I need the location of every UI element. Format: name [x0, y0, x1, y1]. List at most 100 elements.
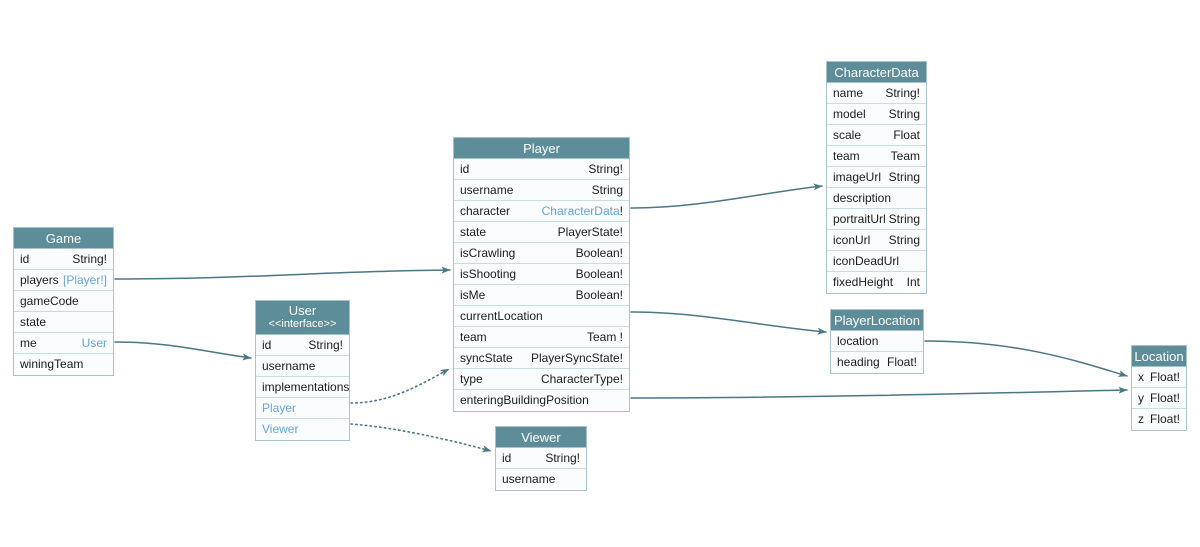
edge-playerlocation-location-to-location	[924, 340, 1128, 377]
edge-player-enteringbuildingposition-to-location	[630, 386, 1128, 399]
field-row: syncState PlayerSyncState!	[454, 348, 629, 369]
field-type-link[interactable]: CharacterData	[541, 204, 620, 218]
field-type: String!	[72, 252, 107, 266]
field-name: enteringBuildingPosition	[460, 393, 589, 407]
entity-playerlocation[interactable]: PlayerLocation locationLocation!headingFl…	[830, 309, 924, 374]
field-type-link[interactable]: [Player!]	[62, 273, 107, 287]
field-row: id String!	[14, 249, 113, 270]
field-type-link[interactable]: User	[81, 336, 107, 350]
field-row: username String	[454, 180, 629, 201]
field-name: imageUrl	[833, 170, 882, 184]
field-type: String!	[885, 86, 920, 100]
edge-user-player-implementation	[350, 368, 450, 404]
entity-header-game: Game	[14, 228, 113, 249]
field-name: type	[460, 372, 483, 386]
field-name: id	[262, 338, 272, 352]
entity-user[interactable]: User<<interface>>idString!usernameString…	[255, 300, 350, 441]
field-name: currentLocation	[460, 309, 543, 323]
non-null-marker: !	[619, 204, 623, 218]
field-row: imageUrl String	[827, 167, 926, 188]
field-type: String	[591, 183, 623, 197]
field-row: descriptionString	[827, 188, 926, 209]
entity-name: User	[288, 303, 317, 318]
field-row: iconDeadUrlString	[827, 251, 926, 272]
field-row[interactable]: Player	[256, 398, 349, 419]
entity-name: Location	[1134, 349, 1184, 364]
field-type: String!	[588, 162, 623, 176]
field-type: String	[888, 170, 920, 184]
field-type: Float!	[886, 355, 917, 369]
field-type: Team	[890, 149, 920, 163]
field-name: players	[20, 273, 59, 287]
field-row: model String	[827, 104, 926, 125]
edge-player-character-to-characterdata	[630, 183, 823, 209]
field-name: model	[833, 107, 866, 121]
entity-name: Viewer	[521, 430, 561, 445]
field-name: portraitUrl	[833, 212, 886, 226]
field-row: team Team	[827, 146, 926, 167]
field-name: team	[833, 149, 860, 163]
field-type: PlayerSyncState!	[530, 351, 623, 365]
field-name: location	[837, 334, 879, 348]
field-type: Team !	[586, 330, 623, 344]
field-type: String	[888, 107, 920, 121]
entity-header-player: Player	[454, 138, 629, 159]
field-name: state	[460, 225, 487, 239]
field-name: username	[262, 359, 316, 373]
field-type: Float!	[1149, 370, 1180, 384]
field-type: Int	[906, 275, 920, 289]
field-name: x	[1138, 370, 1144, 384]
field-row: enteringBuildingPositionLocation	[454, 390, 629, 411]
implementation-link[interactable]: Player	[262, 401, 297, 415]
field-name: gameCode	[20, 294, 79, 308]
entity-name: PlayerLocation	[834, 313, 920, 328]
entity-header-location: Location	[1132, 346, 1186, 367]
field-row: winingTeamTeam	[14, 354, 113, 375]
field-type: Boolean!	[575, 267, 623, 281]
field-name: team	[460, 330, 487, 344]
field-type: String	[888, 233, 920, 247]
field-row: locationLocation!	[831, 331, 923, 352]
field-type: Float!	[1149, 412, 1180, 426]
field-row: stateGameState!	[14, 312, 113, 333]
field-name: y	[1138, 391, 1144, 405]
field-name: id	[20, 252, 30, 266]
edge-user-viewer-implementation	[350, 423, 492, 453]
field-name: id	[460, 162, 470, 176]
field-row[interactable]: Viewer	[256, 419, 349, 440]
field-name: isShooting	[460, 267, 517, 281]
field-name: username	[460, 183, 514, 197]
field-type: Float	[893, 128, 920, 142]
implementation-link[interactable]: Viewer	[262, 422, 299, 436]
field-name: winingTeam	[20, 357, 84, 371]
field-name: syncState	[460, 351, 513, 365]
field-type: PlayerState!	[557, 225, 623, 239]
field-type: CharacterType!	[540, 372, 623, 386]
field-name: state	[20, 315, 47, 329]
field-row: isShooting Boolean!	[454, 264, 629, 285]
section-label: implementations	[262, 380, 349, 394]
field-row: id String!	[454, 159, 629, 180]
field-name: iconDeadUrl	[833, 254, 900, 268]
field-row: type CharacterType!	[454, 369, 629, 390]
field-type: Boolean!	[575, 246, 623, 260]
entity-game[interactable]: Game id String! players[Player!] gameCode Str…	[13, 227, 114, 376]
field-name: character	[460, 204, 511, 218]
entity-name: Game	[45, 231, 82, 246]
field-name: description	[833, 191, 892, 205]
